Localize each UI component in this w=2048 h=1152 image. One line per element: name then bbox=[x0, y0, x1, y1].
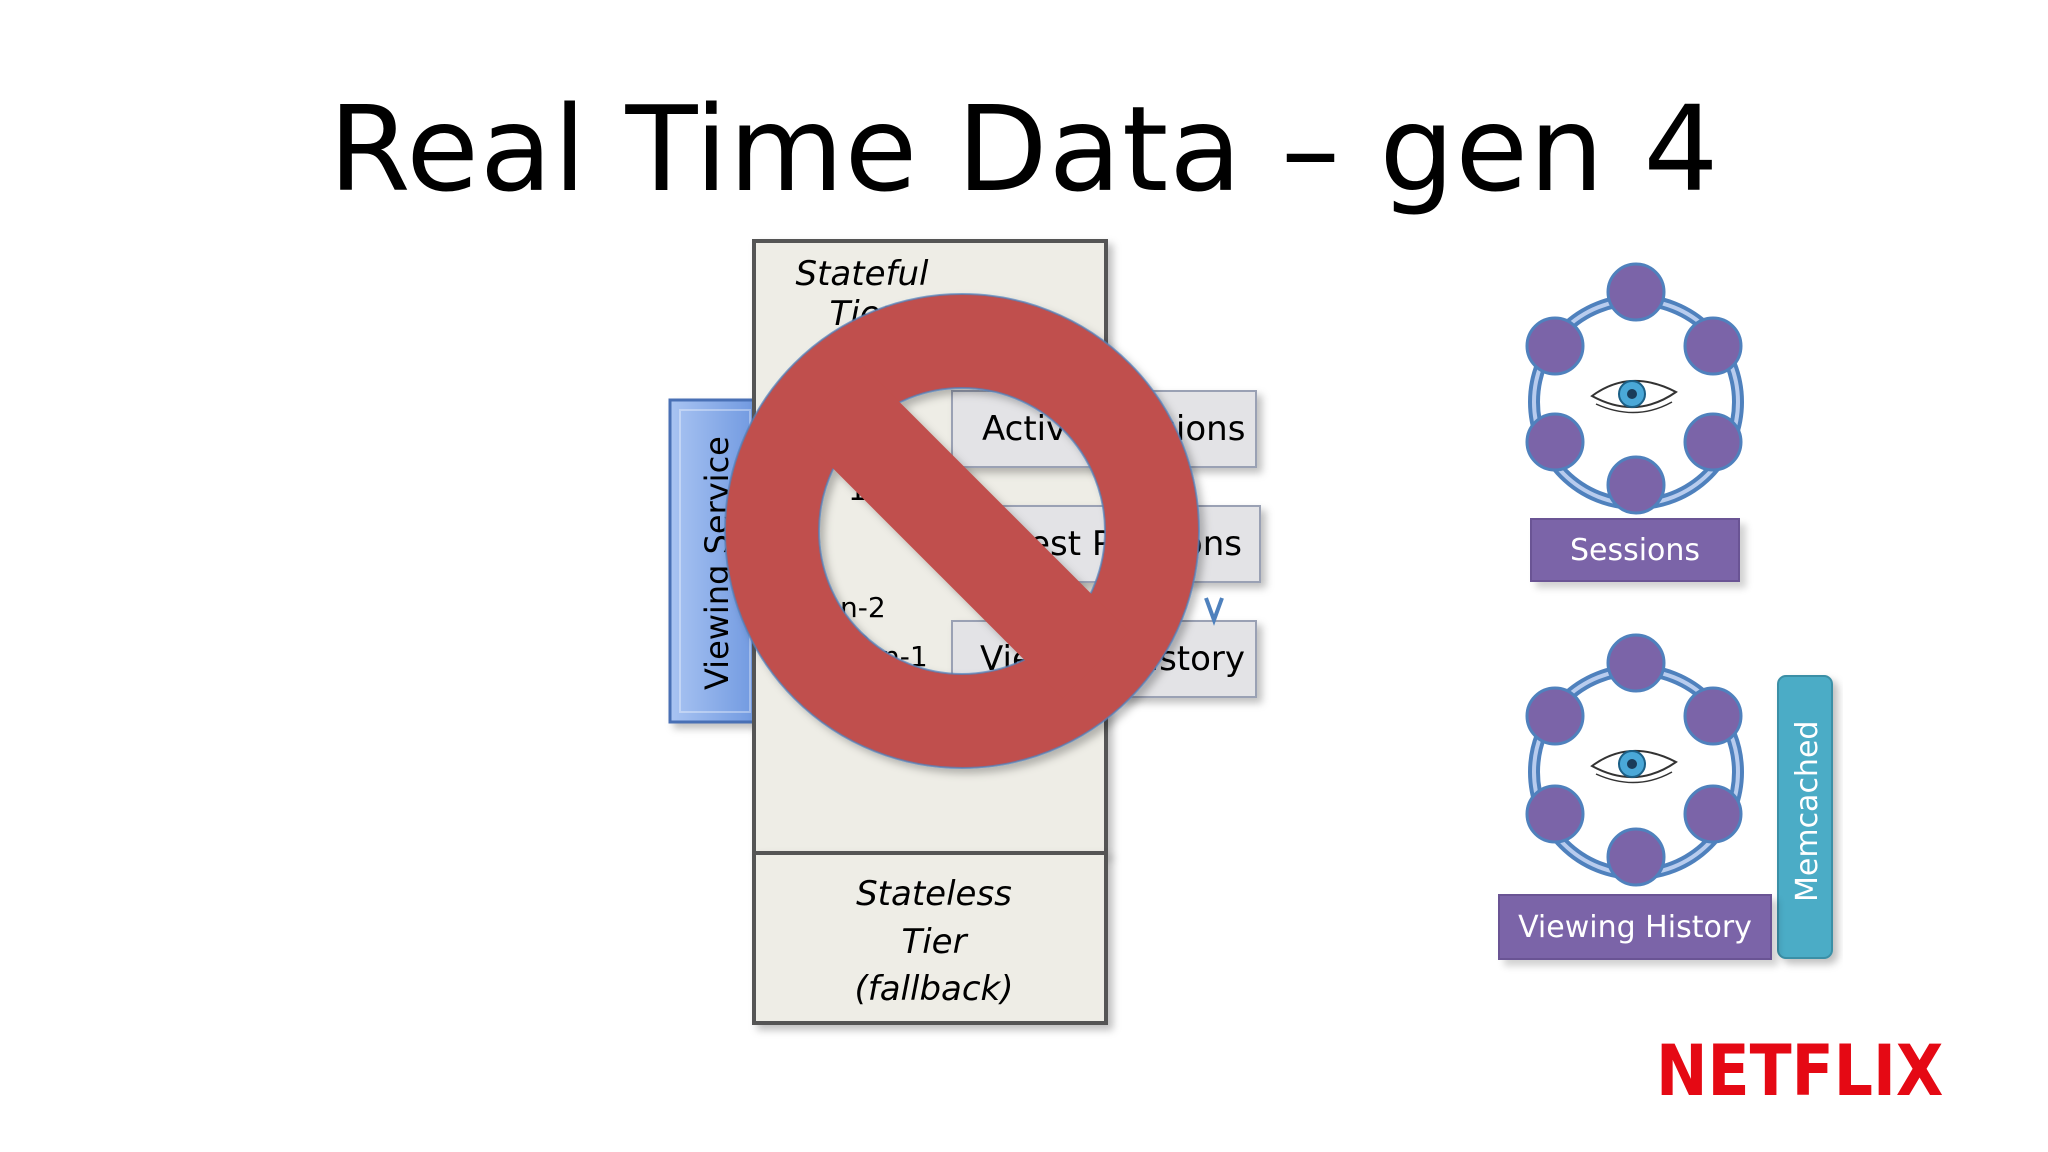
prohibition-icon bbox=[724, 293, 1200, 769]
stateless-tier-line2: Tier bbox=[901, 922, 968, 962]
viewing-history-cluster bbox=[1525, 633, 1744, 887]
arrow-icon bbox=[1204, 597, 1224, 626]
sessions-cluster bbox=[1525, 262, 1744, 515]
stateless-tier-box bbox=[752, 851, 1108, 1025]
sessions-label: Sessions bbox=[1530, 518, 1740, 582]
stateless-tier-line3: (fallback) bbox=[854, 969, 1013, 1009]
memcached-label: Memcached bbox=[1790, 721, 1825, 902]
memcached-box bbox=[1777, 675, 1833, 959]
cassandra-eye-icon bbox=[1590, 380, 1678, 414]
cassandra-eye-icon bbox=[1590, 750, 1678, 784]
viewing-history-cluster-label: Viewing History bbox=[1498, 894, 1772, 960]
netflix-logo: NETFLIX bbox=[1656, 1030, 1944, 1112]
stateful-tier-label: Stateful bbox=[796, 254, 930, 294]
stateless-tier-line1: Stateless bbox=[856, 874, 1012, 914]
slide-title: Real Time Data – gen 4 bbox=[328, 80, 1720, 218]
